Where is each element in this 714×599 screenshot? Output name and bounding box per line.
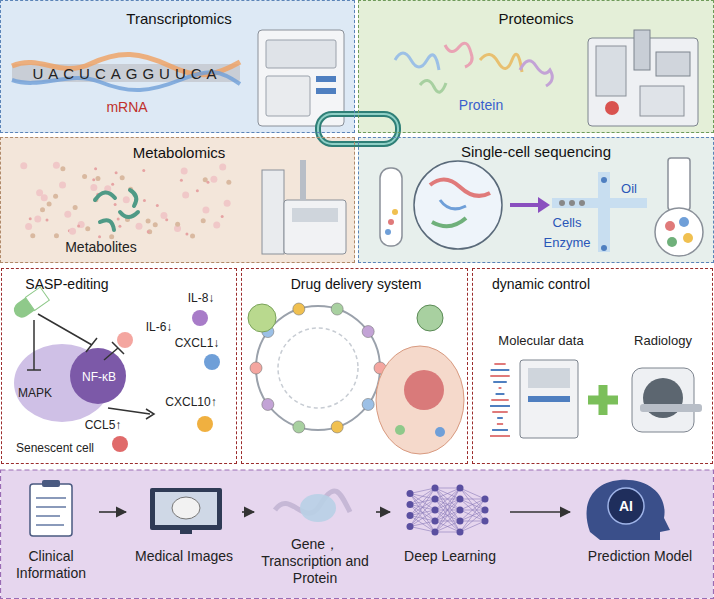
node-text: CCL5↑ xyxy=(85,418,122,432)
panel-heading: Transcriptomics xyxy=(126,10,231,28)
node-text: Enzyme xyxy=(544,235,591,251)
pipeline-step: Clinical Information xyxy=(5,478,97,592)
node-text: Molecular data xyxy=(498,333,583,349)
node-text: Deep Learning xyxy=(404,548,496,565)
flow-arrow xyxy=(510,511,570,513)
flow-arrow xyxy=(376,511,390,513)
pipeline-step: Prediction Model xyxy=(572,478,708,592)
pipeline-step: Deep Learning xyxy=(392,478,508,592)
flow-arrow xyxy=(99,511,126,513)
node-text: Medical Images xyxy=(135,548,233,565)
icon-label: AI xyxy=(619,498,633,515)
strategy-panel: dynamic controlMolecular data Radiology xyxy=(472,268,713,464)
node-text: Protein xyxy=(459,97,503,114)
panel-heading: SASP-editing xyxy=(25,276,108,293)
panel-heading: Metabolomics xyxy=(133,144,226,162)
node-text: Gene，Transcription and Protein xyxy=(259,536,371,586)
node-text: MAPK xyxy=(18,386,52,400)
panel-heading: Single-cell sequencing xyxy=(461,143,611,161)
node-text: NF-κB xyxy=(82,370,116,384)
panel-heading: dynamic control xyxy=(492,276,590,293)
node-text: UACUCAGGUUCA xyxy=(32,65,221,83)
omics-panel: ProteomicsProtein xyxy=(358,0,714,133)
node-text: IL-6↓ xyxy=(146,320,173,334)
node-text: Senescent cell xyxy=(16,441,94,455)
strategy-panel: SASP-editingMAPK NF-κB Senescent cell IL-6↓… xyxy=(1,268,237,464)
node-text: IL-8↓ xyxy=(188,291,215,305)
pipeline-step: Gene，Transcription and Protein xyxy=(256,478,374,592)
omics-panel: Single-cell sequencingCells OilEnzyme xyxy=(358,137,714,263)
node-text: Prediction Model xyxy=(588,548,692,565)
node-text: Metabolites xyxy=(65,239,137,256)
panel-heading: Proteomics xyxy=(498,10,573,28)
node-text: CXCL1↓ xyxy=(175,336,220,350)
node-text: Oil xyxy=(621,181,637,197)
flow-arrow xyxy=(242,511,254,513)
omics-panel: TranscriptomicsUACUCAGGUUCA mRNA xyxy=(0,0,355,133)
omics-panel: MetabolomicsMetabolites xyxy=(0,137,355,263)
node-text: Cells xyxy=(553,215,582,231)
node-text: Radiology xyxy=(634,333,692,349)
node-text: Clinical Information xyxy=(7,548,95,582)
node-text: CXCL10↑ xyxy=(165,395,216,409)
node-text: mRNA xyxy=(106,99,147,116)
panel-heading: Drug delivery system xyxy=(291,276,422,293)
strategy-panel: Drug delivery system xyxy=(241,268,468,464)
pipeline-step: Medical Images xyxy=(128,478,240,592)
